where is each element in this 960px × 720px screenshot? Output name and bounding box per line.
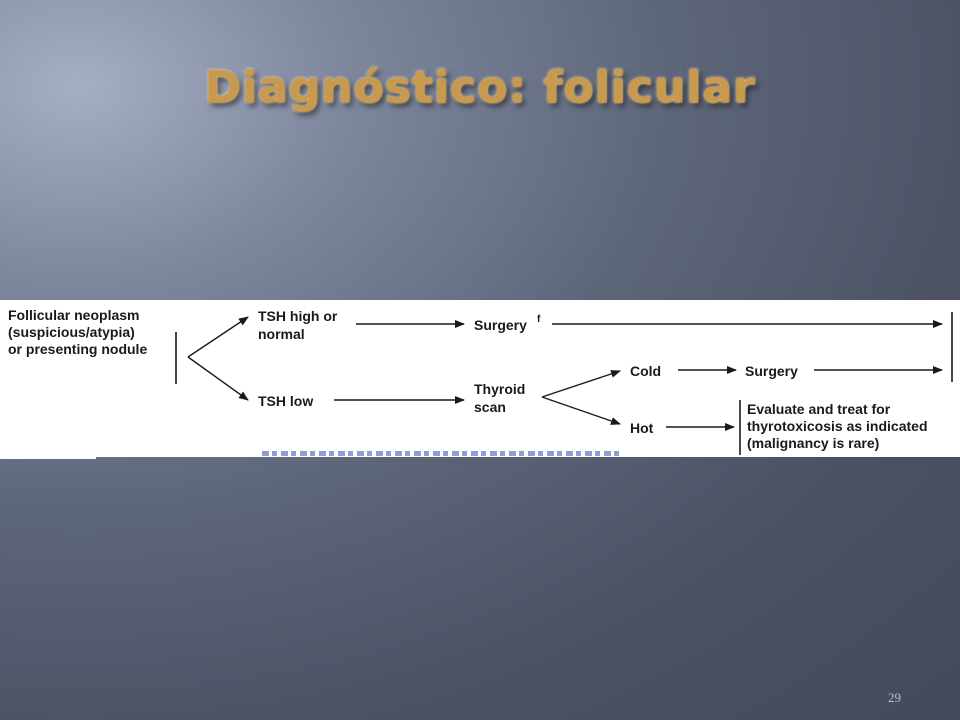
node-evaluate-line-2: thyrotoxicosis as indicated <box>747 418 928 434</box>
arrow-scan-to-cold <box>541 370 621 398</box>
arrow-scan-to-hot <box>541 396 621 425</box>
cropped-footnote-fragment <box>262 451 622 456</box>
node-start: Follicular neoplasm (suspicious/atypia) … <box>8 307 147 357</box>
page-number: 29 <box>888 690 901 705</box>
follicular-flowchart: Follicular neoplasm (suspicious/atypia) … <box>0 300 960 457</box>
node-cold: Cold <box>630 363 661 379</box>
image-crop-edge <box>0 450 96 459</box>
node-hot: Hot <box>630 420 654 436</box>
node-tsh-low: TSH low <box>258 393 313 409</box>
node-start-line-3: or presenting nodule <box>8 341 147 357</box>
node-evaluate-line-3: (malignancy is rare) <box>747 435 879 451</box>
node-surgery: Surgery <box>745 363 798 379</box>
arrow-start-to-tsh-low <box>187 356 249 401</box>
node-start-line-2: (suspicious/atypia) <box>8 324 135 340</box>
node-thyroid-scan-line-1: Thyroid <box>474 381 525 397</box>
node-tsh-high: TSH high or normal <box>258 308 338 342</box>
arrow-start-to-tsh-high <box>187 316 249 358</box>
flowchart-svg: Follicular neoplasm (suspicious/atypia) … <box>8 307 953 455</box>
node-start-line-1: Follicular neoplasm <box>8 307 139 323</box>
node-surgery-f: Surgery f <box>474 314 541 333</box>
node-tsh-high-line-1: TSH high or <box>258 308 338 324</box>
node-thyroid-scan-line-2: scan <box>474 399 506 415</box>
node-evaluate: Evaluate and treat for thyrotoxicosis as… <box>747 401 928 451</box>
node-thyroid-scan: Thyroid scan <box>474 381 525 415</box>
node-tsh-high-line-2: normal <box>258 326 305 342</box>
node-surgery-f-label: Surgery <box>474 317 527 333</box>
node-surgery-f-superscript: f <box>537 314 541 325</box>
slide-title: Diagnóstico: folicular <box>204 62 756 113</box>
node-evaluate-line-1: Evaluate and treat for <box>747 401 891 417</box>
